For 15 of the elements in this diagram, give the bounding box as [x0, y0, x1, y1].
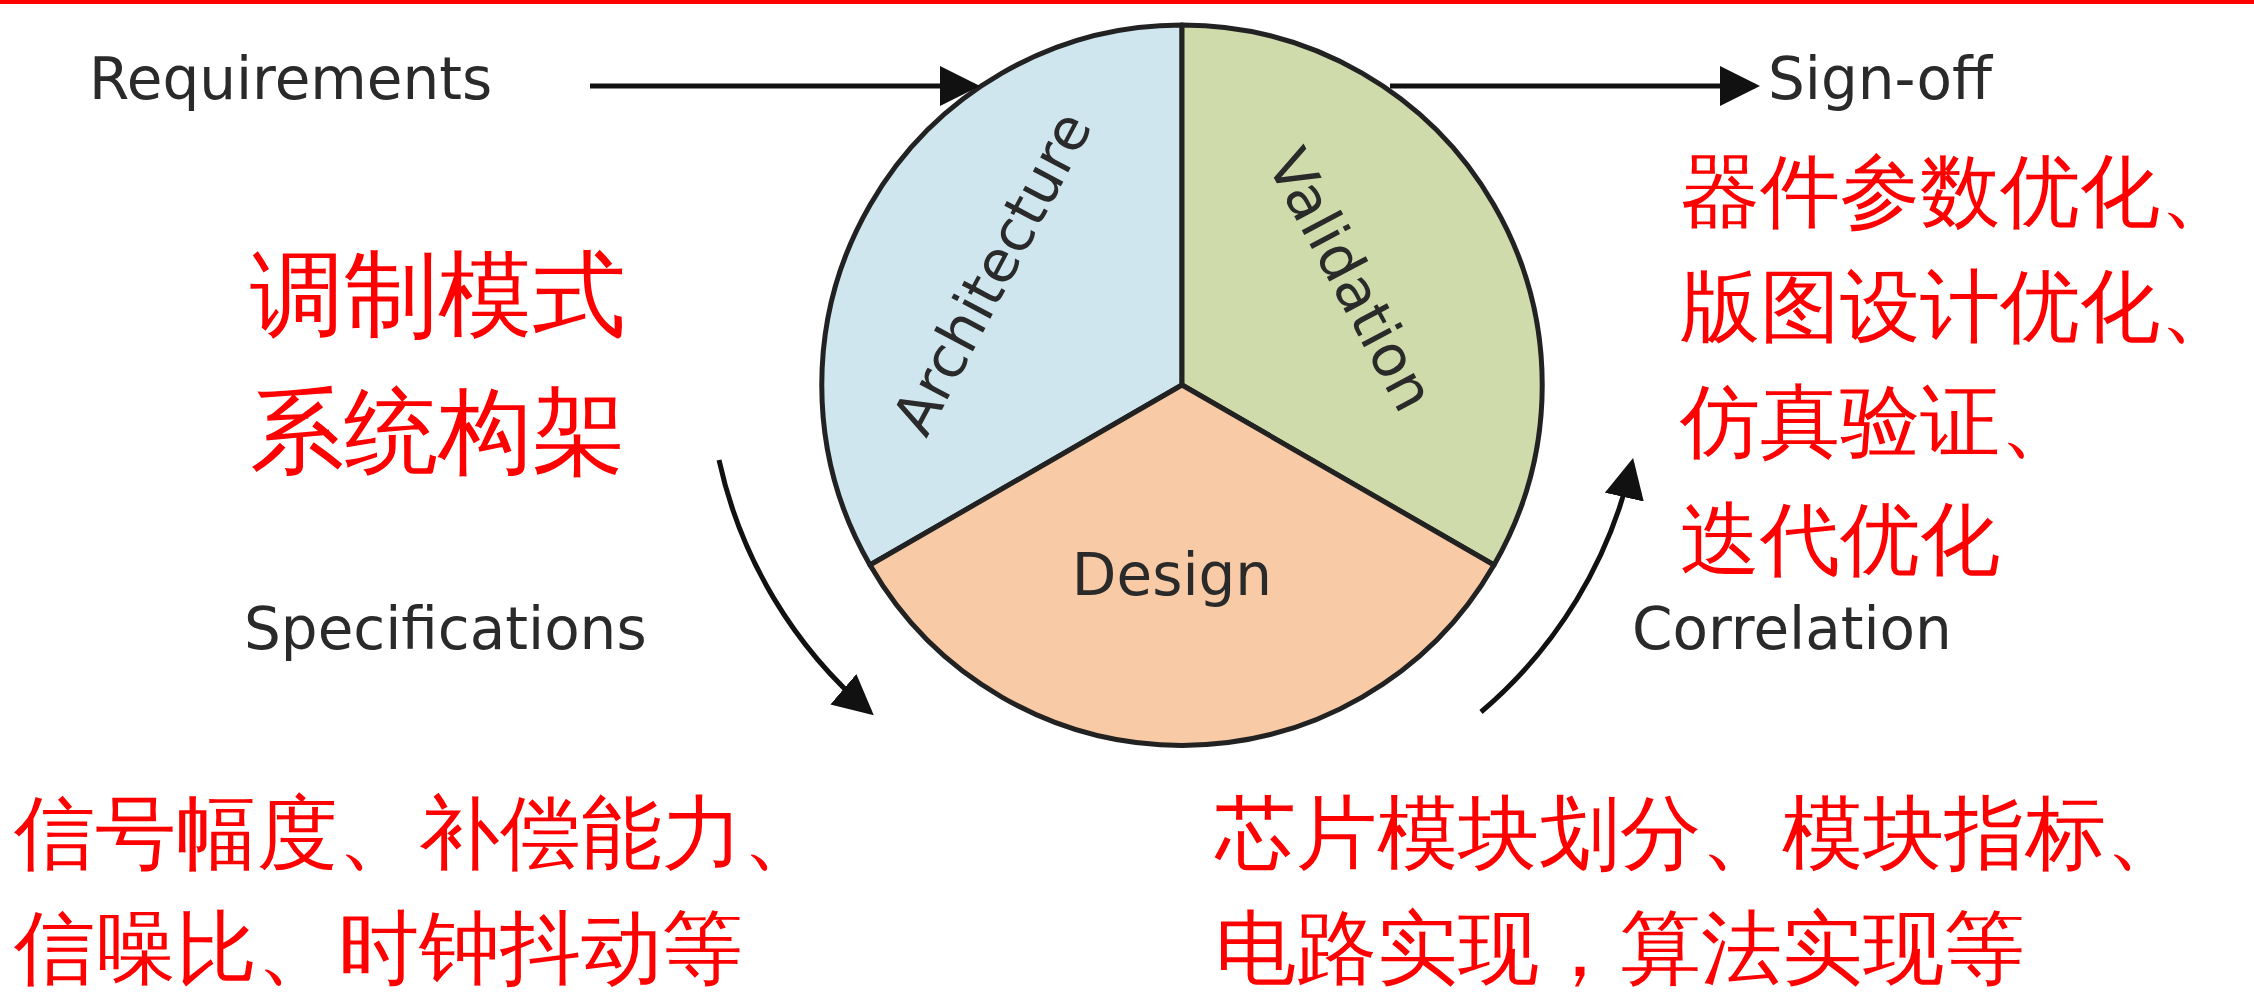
- annotation-text: 版图设计优化、: [1680, 267, 2240, 347]
- annotation-text: 芯片模块划分、模块指标、: [1215, 793, 2187, 874]
- annotation-text: 系统构架: [250, 385, 626, 479]
- annotation-text: 信噪比、时钟抖动等: [14, 908, 743, 989]
- arrow: [1479, 458, 1642, 714]
- arrow: [590, 66, 980, 106]
- annotation-text: 仿真验证、: [1680, 382, 2080, 462]
- annotation-text: 调制模式: [250, 248, 626, 342]
- arrow: [716, 459, 874, 716]
- annotation-text: 电路实现，算法实现等: [1215, 908, 2025, 989]
- annotation-text: 器件参数优化、: [1680, 152, 2240, 232]
- annotation-text: 信号幅度、补偿能力、: [14, 793, 824, 874]
- arrow: [1390, 66, 1760, 106]
- annotation-text: 迭代优化: [1680, 500, 2000, 580]
- edge-label: Correlation: [1632, 600, 1952, 658]
